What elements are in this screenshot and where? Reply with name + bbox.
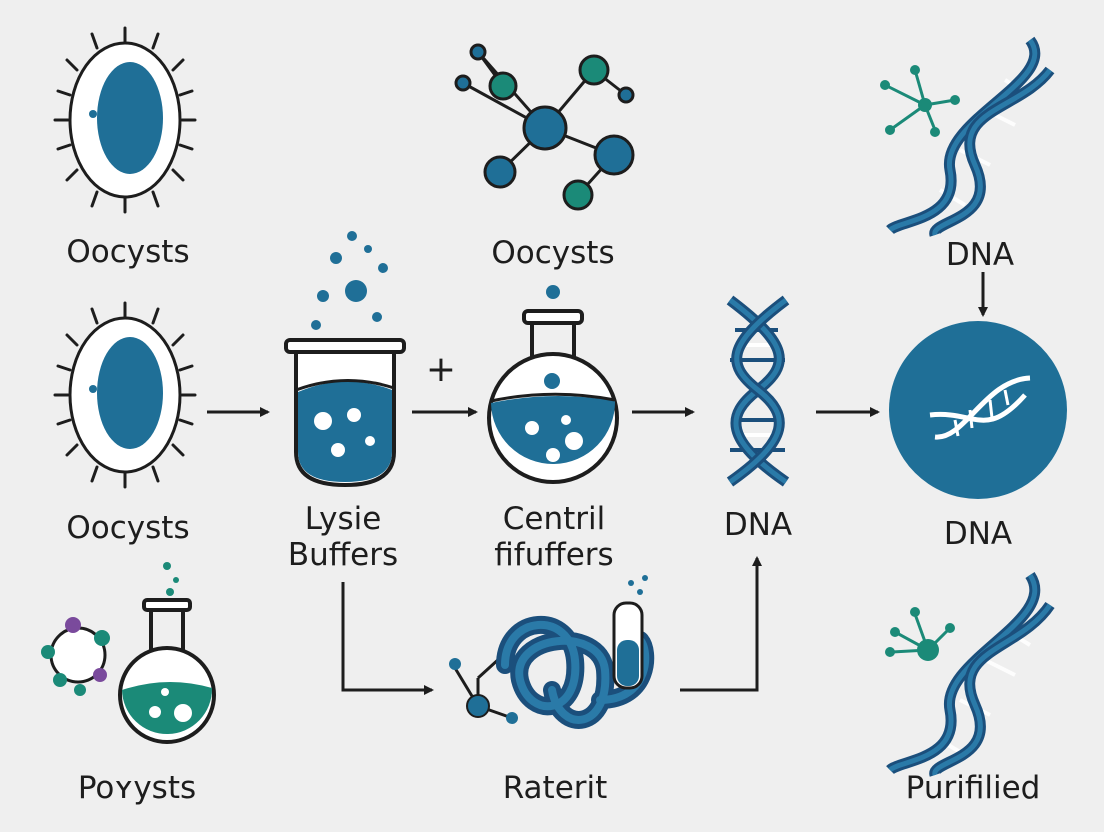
molecule-icon [454,43,635,211]
green-flask-icon [118,562,216,744]
beaker-icon [284,231,406,488]
arrow-tube-to-dna [680,556,762,692]
label-oocysts-middle: Oocysts [66,510,190,546]
label-buffers: Buffers [287,537,399,573]
oocyst-cell-icon-2 [53,301,197,489]
label-raterit: Raterit [502,770,608,806]
dna-helix-icon-bottom [885,571,1055,777]
label-purified: Purifilied [905,770,1041,806]
arrow-buffers-to-tube [341,582,434,695]
dna-helix-icon-center [726,295,790,487]
cell-cluster-icon [41,617,110,696]
label-oocysts-molecule: Oocysts [491,235,615,271]
label-dna-top-right: DNA [945,237,1015,273]
label-fifuffers: fifuffers [494,537,614,573]
label-poocysts: Poʏysts [77,770,197,806]
coiled-tube-icon [449,575,655,729]
dna-circle-icon [889,321,1067,499]
plus-sign: + [426,349,456,390]
flask-icon [487,285,619,484]
label-oocysts-top: Oocysts [66,234,190,270]
label-centril: Centril [502,501,606,537]
oocyst-cell-icon-1 [53,26,197,214]
label-lysie: Lysie [304,501,382,537]
dna-helix-icon-top [880,36,1055,237]
label-dna-center: DNA [723,507,793,543]
label-dna-circle: DNA [943,516,1013,552]
